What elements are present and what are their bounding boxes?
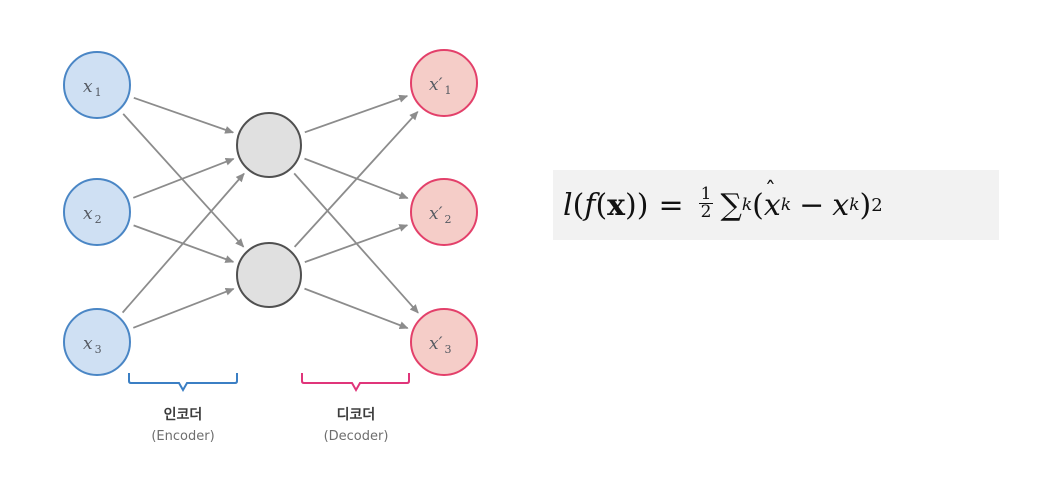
svg-text:x′1: x′1	[429, 75, 451, 97]
encoder-arrow-2-1	[132, 157, 235, 199]
encoder-arrow-1-2	[122, 113, 245, 248]
connection-arrows	[121, 94, 419, 329]
decoder-title: 디코더	[337, 407, 376, 423]
output-node-1: x′1	[410, 49, 478, 117]
hidden-node-2	[236, 242, 302, 308]
decoder-arrow-1-1	[304, 94, 409, 134]
decoder-subtitle: (Decoder)	[324, 429, 389, 444]
output-node-2: x′2	[410, 178, 478, 246]
svg-text:x′2: x′2	[429, 204, 451, 226]
decoder-arrow-2-1	[293, 111, 419, 248]
svg-text:x3: x3	[83, 334, 102, 356]
hidden-node-1	[236, 112, 302, 178]
svg-text:x2: x2	[83, 204, 102, 226]
decoder-bracket	[301, 373, 410, 393]
encoder-subtitle: (Encoder)	[151, 429, 214, 444]
encoder-arrow-1-1	[133, 96, 235, 134]
output-node-3: x′3	[410, 308, 478, 376]
encoder-arrow-3-2	[132, 287, 235, 329]
encoder-arrow-3-1	[121, 172, 245, 314]
svg-text:x′3: x′3	[429, 334, 451, 356]
encoder-bracket	[128, 373, 238, 393]
encoder-title: 인코더	[164, 406, 203, 423]
svg-text:x1: x1	[83, 77, 102, 99]
decoder-arrow-2-3	[304, 287, 409, 329]
decoder-arrow-2-2	[304, 224, 409, 263]
